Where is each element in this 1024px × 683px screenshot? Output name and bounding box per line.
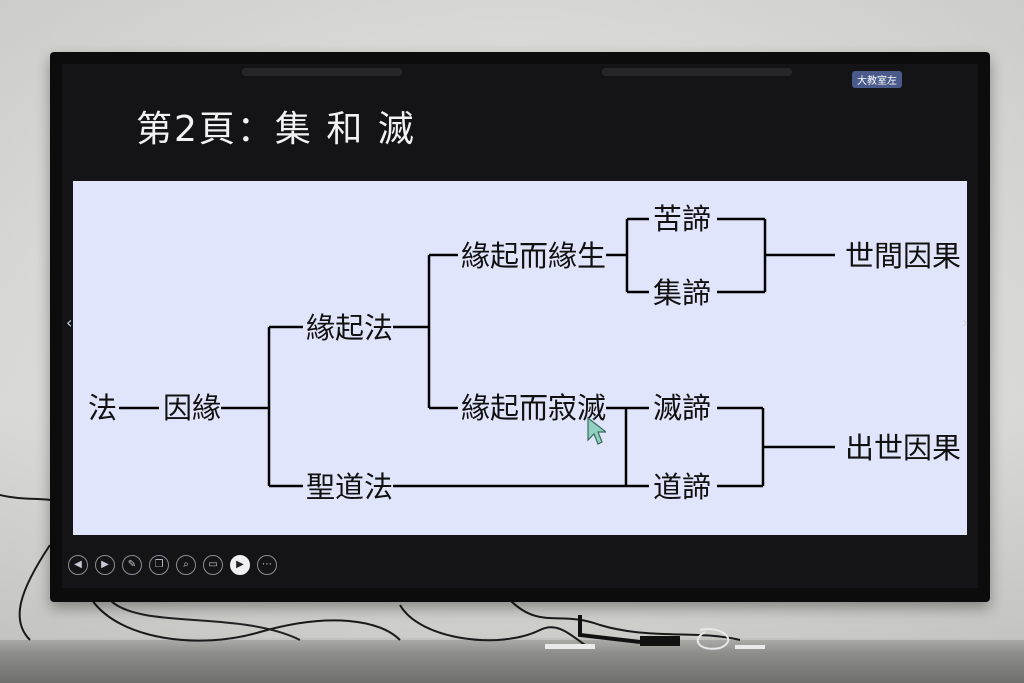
tree-diagram: 法 因緣 緣起法 聖道法 緣起而緣生 緣起而寂滅 苦諦 集諦 滅諦 道諦 世間因…	[73, 181, 967, 535]
slide-title: 第2頁：集 和 滅	[136, 109, 416, 150]
next-slide-arrow-icon[interactable]: ›	[962, 313, 969, 332]
node-ji-di: 集諦	[653, 276, 712, 310]
mouse-cursor-icon	[587, 416, 606, 445]
shelf	[0, 640, 1024, 683]
connector-lines	[119, 217, 835, 488]
room-label: 大教室左	[852, 71, 902, 88]
light-reflection	[602, 68, 792, 76]
node-dao-di: 道諦	[653, 470, 712, 504]
node-yuanqi-fa: 緣起法	[306, 311, 394, 345]
node-shengdao-fa: 聖道法	[306, 470, 394, 504]
node-mie-di: 滅諦	[653, 391, 712, 425]
node-fa: 法	[88, 391, 118, 425]
prev-icon[interactable]: ◀	[68, 555, 88, 575]
zoom-icon[interactable]: ⌕	[176, 555, 196, 575]
window-icon[interactable]: ❐	[149, 555, 169, 575]
more-icon[interactable]: ⋯	[257, 555, 277, 575]
record-icon[interactable]: ▶	[230, 555, 250, 575]
node-chushi-yinguo: 出世因果	[845, 431, 962, 465]
light-reflection	[242, 68, 402, 76]
node-ku-di: 苦諦	[653, 202, 712, 236]
next-icon[interactable]: ▶	[95, 555, 115, 575]
node-yuanqi-ershengsheng: 緣起而緣生	[461, 239, 607, 273]
prev-slide-arrow-icon[interactable]: ‹	[66, 313, 73, 332]
node-yuanqi-erjimie: 緣起而寂滅	[461, 391, 607, 425]
pen-icon[interactable]: ✎	[122, 555, 142, 575]
node-shijian-yinguo: 世間因果	[845, 239, 962, 273]
keyboard-icon[interactable]: ▭	[203, 555, 223, 575]
node-yinyuan: 因緣	[163, 391, 222, 425]
